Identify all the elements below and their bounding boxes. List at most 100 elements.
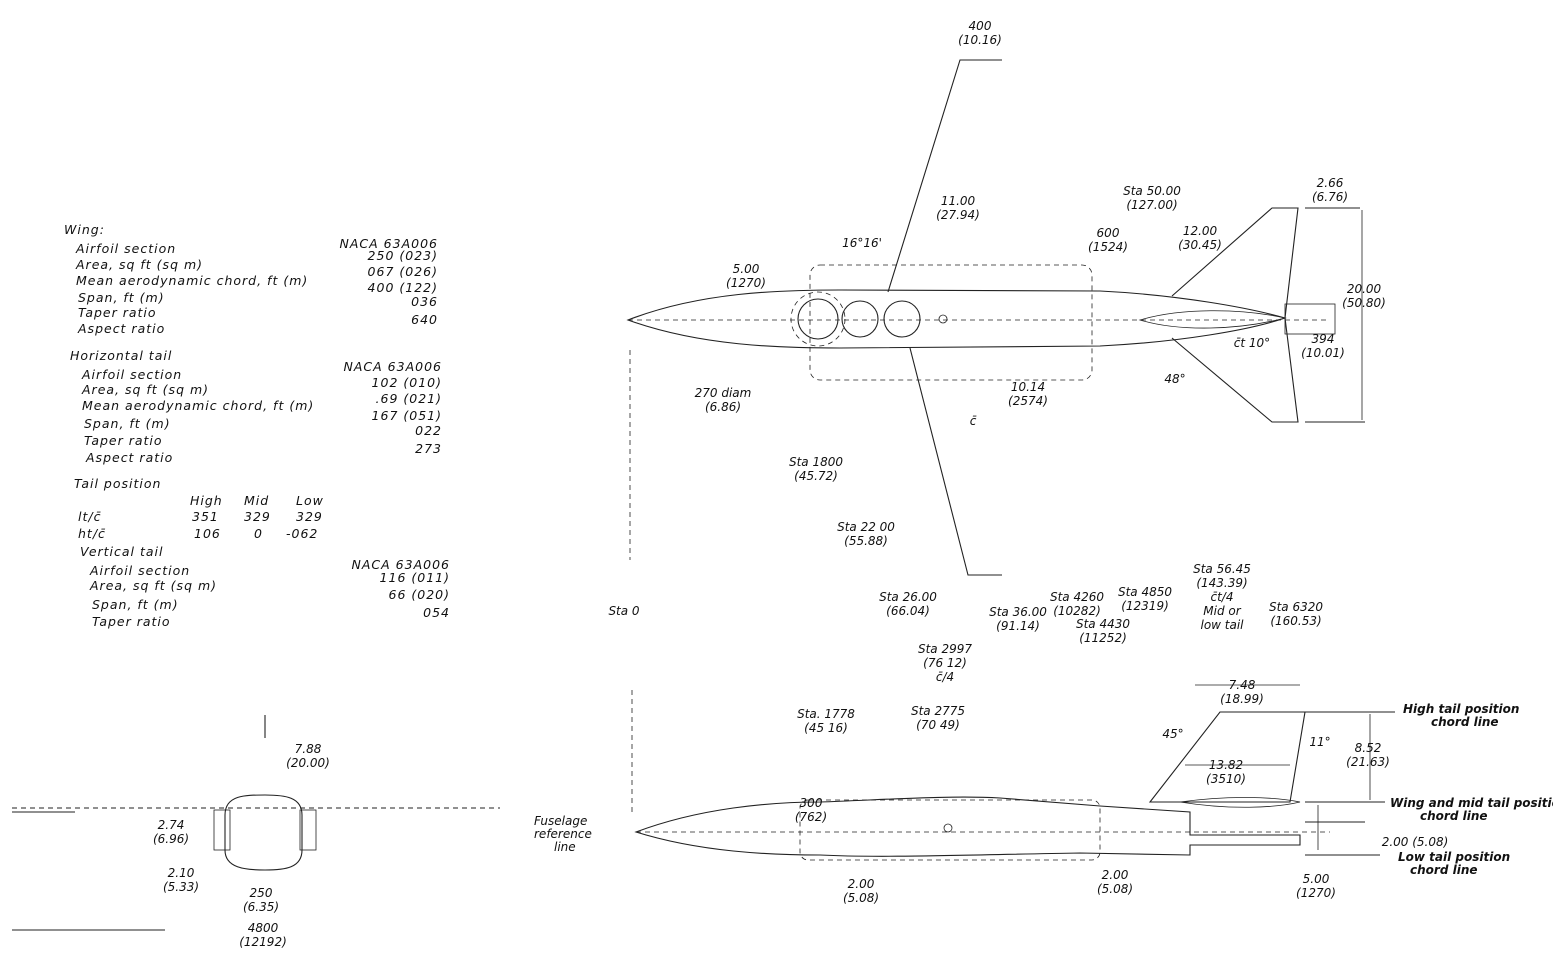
dim-body-diam: 270 diam(6.86) bbox=[694, 386, 752, 414]
spec-value: 022 bbox=[415, 423, 442, 438]
spec-label: Area, sq ft (sq m) bbox=[90, 578, 218, 593]
dim-front-788: 7.88(20.00) bbox=[286, 742, 330, 770]
spec-label: Taper ratio bbox=[92, 614, 171, 629]
spec-value: 640 bbox=[411, 312, 438, 327]
spec-value: NACA 63A006 bbox=[339, 236, 438, 251]
spec-value: 116 (011) bbox=[379, 570, 450, 585]
tail-cell: 106 bbox=[194, 526, 221, 541]
dim-tail-span: 20.00(50.80) bbox=[1342, 282, 1386, 310]
spec-label: Span, ft (m) bbox=[92, 597, 179, 612]
wing-mid-label: Wing and mid tail position chord line bbox=[1390, 796, 1553, 823]
spec-value: 054 bbox=[423, 605, 450, 620]
spec-value: 66 (020) bbox=[388, 587, 450, 602]
plan-fuselage-outline bbox=[626, 289, 1287, 349]
sta-26-label: Sta 26.00(66.04) bbox=[879, 590, 937, 618]
tail-col-high: High bbox=[190, 493, 223, 508]
high-tail-label: High tail position chord line bbox=[1403, 702, 1520, 729]
dim-tail-tip-chord: 2.66(6.76) bbox=[1311, 176, 1349, 204]
dim-htail-45: 45° bbox=[1162, 727, 1184, 741]
dim-sta-18: Sta 1800(45.72) bbox=[788, 455, 844, 483]
spec-label: Area, sq ft (sq m) bbox=[82, 382, 210, 397]
dim-front-274: 2.74(6.96) bbox=[152, 818, 190, 846]
spec-label: Mean aerodynamic chord, ft (m) bbox=[76, 273, 309, 288]
dim-tail-12: 12.00(30.45) bbox=[1178, 224, 1222, 252]
engine-circle-2 bbox=[841, 300, 879, 338]
dim-side-200a: 2.00(5.08) bbox=[842, 877, 880, 905]
vtail-heading: Vertical tail bbox=[80, 544, 164, 559]
spec-value: NACA 63A006 bbox=[343, 359, 442, 374]
dim-mac-c: c̄ bbox=[969, 414, 977, 428]
dim-tail-394: 394(10.01) bbox=[1301, 332, 1345, 360]
spec-value: .69 (021) bbox=[375, 391, 442, 406]
sta-2997-label: Sta 2997(76 12)c̄/4 bbox=[917, 642, 973, 684]
sta-2775-label: Sta 2775(70 49) bbox=[910, 704, 966, 732]
sta-4430-label: Sta 4430(11252) bbox=[1075, 617, 1131, 645]
dim-side-300: 300(762) bbox=[794, 796, 828, 824]
spec-label: Aspect ratio bbox=[78, 321, 166, 336]
dim-front-250: 250(6.35) bbox=[242, 886, 280, 914]
wing-heading: Wing: bbox=[64, 222, 105, 237]
dim-wing-tip-chord: 400(10.16) bbox=[958, 19, 1002, 47]
front-view bbox=[12, 715, 500, 931]
dim-side-200b: 2.00(5.08) bbox=[1096, 868, 1134, 896]
spec-value: 167 (051) bbox=[371, 408, 442, 423]
spec-label: Taper ratio bbox=[84, 433, 163, 448]
spec-value: NACA 63A006 bbox=[351, 557, 450, 572]
plan-view bbox=[626, 59, 1365, 576]
sta-4850-label: Sta 4850(12319) bbox=[1117, 585, 1173, 613]
dim-htail-500: 5.00(1270) bbox=[1296, 872, 1336, 900]
spec-value: 273 bbox=[415, 441, 442, 456]
dim-tail-ct-angle: c̄t 10° bbox=[1233, 336, 1271, 350]
dim-front-210: 2.10(5.33) bbox=[162, 866, 200, 894]
spec-value: 067 (026) bbox=[367, 264, 438, 279]
tail-row-label: ht/c̄ bbox=[78, 526, 106, 541]
tail-position-heading: Tail position bbox=[74, 476, 162, 491]
sta-6320-label: Sta 6320(160.53) bbox=[1268, 600, 1324, 628]
tail-col-mid: Mid bbox=[244, 493, 270, 508]
dim-tail-600: 600(1524) bbox=[1088, 226, 1128, 254]
spec-label: Taper ratio bbox=[78, 305, 157, 320]
htail-heading: Horizontal tail bbox=[70, 348, 173, 363]
spec-label: Span, ft (m) bbox=[84, 416, 171, 431]
spec-label: Area, sq ft (sq m) bbox=[76, 257, 204, 272]
spec-label: Aspect ratio bbox=[86, 450, 174, 465]
spec-label: Airfoil section bbox=[90, 563, 191, 578]
spec-label: Airfoil section bbox=[76, 241, 177, 256]
engine-circle-3 bbox=[883, 300, 921, 338]
spec-value: 250 (023) bbox=[367, 248, 438, 263]
dim-htail-1382: 13.82(3510) bbox=[1206, 758, 1246, 786]
spec-label: Span, ft (m) bbox=[78, 290, 165, 305]
spec-label: Airfoil section bbox=[82, 367, 183, 382]
dim-wing-root-offset: 11.00(27.94) bbox=[936, 194, 980, 222]
dim-nose-length: 5.00(1270) bbox=[726, 262, 766, 290]
spec-value: 400 (122) bbox=[367, 280, 438, 295]
plan-fuel-tank bbox=[809, 264, 1093, 381]
low-tail-label: Low tail position chord line bbox=[1398, 850, 1511, 877]
tail-cell: 329 bbox=[244, 509, 271, 524]
engine-circle-1 bbox=[797, 298, 839, 340]
dim-htail-200: 2.00 (5.08) bbox=[1381, 835, 1449, 849]
dim-wing-sweep: 16°16' bbox=[842, 236, 882, 250]
front-fuselage-outline bbox=[224, 794, 303, 871]
spec-value: 036 bbox=[411, 294, 438, 309]
dim-tail-sweep: 48° bbox=[1164, 372, 1186, 386]
tail-cell: -062 bbox=[286, 526, 319, 541]
sta-36-label: Sta 36.00(91.14) bbox=[989, 605, 1047, 633]
tail-cell: 0 bbox=[254, 526, 263, 541]
sta-1778-label: Sta. 1778(45 16) bbox=[797, 707, 855, 735]
dim-sta-50: Sta 50.00(127.00) bbox=[1123, 184, 1181, 212]
dim-front-4800: 4800(12192) bbox=[239, 921, 287, 949]
dim-htail-748: 7.48(18.99) bbox=[1220, 678, 1264, 706]
dim-sta-22: Sta 22 00(55.88) bbox=[837, 520, 895, 548]
side-fuselage-outline bbox=[634, 796, 1301, 857]
spec-value: 102 (010) bbox=[371, 375, 442, 390]
tail-cell: 329 bbox=[296, 509, 323, 524]
spec-label: Mean aerodynamic chord, ft (m) bbox=[82, 398, 315, 413]
dim-htail-852: 8.52(21.63) bbox=[1346, 741, 1390, 769]
tail-col-low: Low bbox=[296, 493, 324, 508]
sta-4260-label: Sta 4260(10282) bbox=[1049, 590, 1105, 618]
tail-cell: 351 bbox=[192, 509, 219, 524]
